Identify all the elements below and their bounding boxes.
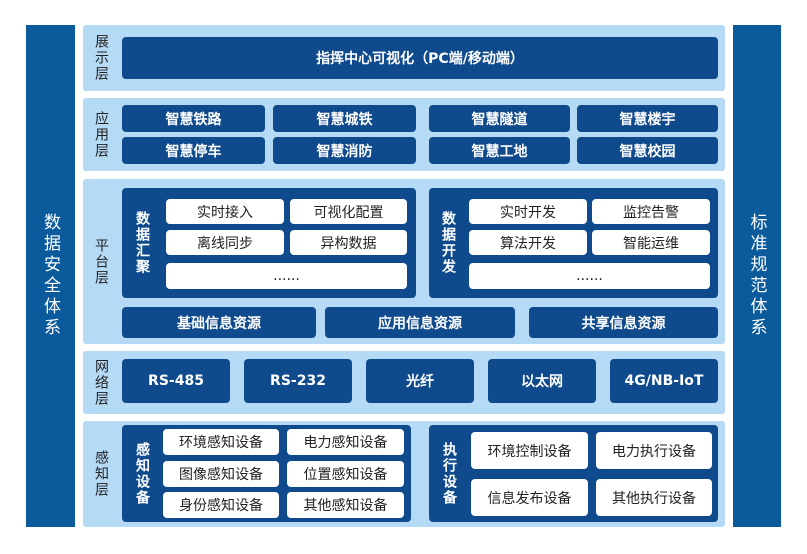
standard-spec-system: 标准规范体系 xyxy=(733,25,781,527)
sensing-device-item: 身份感知设备 xyxy=(163,492,279,518)
execution-device-item: 其他执行设备 xyxy=(596,479,712,516)
group-title: 数据汇聚 xyxy=(134,211,150,275)
sensing-device-item: 电力感知设备 xyxy=(287,429,404,455)
application-item: 智慧铁路 xyxy=(122,105,265,132)
network-item: RS-232 xyxy=(244,359,352,403)
layer-label: 感知层 xyxy=(93,450,109,498)
data-security-system: 数据安全体系 xyxy=(26,25,75,527)
execution-device-item: 环境控制设备 xyxy=(471,432,588,469)
development-item: 算法开发 xyxy=(469,230,587,255)
development-item: 智能运维 xyxy=(592,230,710,255)
resource-item: 基础信息资源 xyxy=(122,307,316,338)
network-item: 以太网 xyxy=(488,359,596,403)
network-item: 光纤 xyxy=(366,359,474,403)
layer-label: 应用层 xyxy=(93,110,109,159)
execution-device-item: 电力执行设备 xyxy=(596,432,712,469)
aggregation-item: 实时接入 xyxy=(166,199,284,224)
resource-item: 应用信息资源 xyxy=(325,307,515,338)
aggregation-item: 离线同步 xyxy=(166,230,284,255)
layer-label: 网络层 xyxy=(93,358,109,407)
development-item: 监控告警 xyxy=(592,199,710,224)
sensing-device-item: 其他感知设备 xyxy=(287,492,404,518)
group-title: 感知设备 xyxy=(134,441,150,506)
application-item: 智慧楼宇 xyxy=(577,105,718,132)
sensing-device-item: 位置感知设备 xyxy=(287,461,404,487)
network-item: 4G/NB-IoT xyxy=(610,359,718,403)
application-item: 智慧停车 xyxy=(122,137,265,164)
application-item: 智慧城铁 xyxy=(273,105,416,132)
group-title: 执行设备 xyxy=(441,441,457,506)
application-item: 智慧校园 xyxy=(577,137,718,164)
network-item: RS-485 xyxy=(122,359,230,403)
application-item: 智慧工地 xyxy=(429,137,570,164)
resource-item: 共享信息资源 xyxy=(529,307,718,338)
application-item: 智慧消防 xyxy=(273,137,416,164)
execution-device-item: 信息发布设备 xyxy=(471,479,588,516)
sensing-device-item: 环境感知设备 xyxy=(163,429,279,455)
development-item: 实时开发 xyxy=(469,199,587,224)
layer-label: 平台层 xyxy=(93,237,109,286)
command-center-box: 指挥中心可视化（PC端/移动端） xyxy=(122,37,718,79)
application-item: 智慧隧道 xyxy=(429,105,570,132)
sensing-device-item: 图像感知设备 xyxy=(163,461,279,487)
aggregation-item: 异构数据 xyxy=(290,230,407,255)
development-more: ...... xyxy=(469,263,710,289)
aggregation-item: 可视化配置 xyxy=(290,199,407,224)
group-title: 数据开发 xyxy=(440,211,456,275)
aggregation-more: ...... xyxy=(166,263,407,289)
layer-label: 展示层 xyxy=(93,34,109,82)
